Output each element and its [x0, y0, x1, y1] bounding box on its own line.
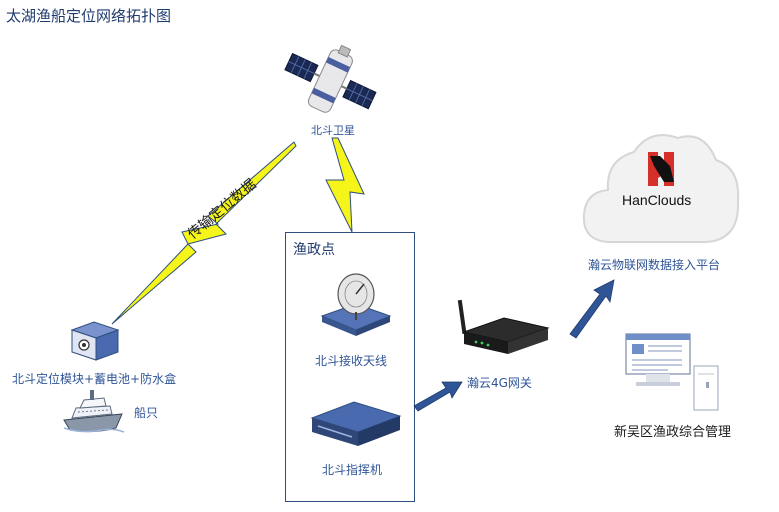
- ship-label: 船只: [134, 406, 159, 420]
- command-device-icon: [310, 401, 402, 446]
- station-box: [285, 232, 415, 502]
- gateway-label: 瀚云4G网关: [467, 376, 532, 390]
- router-icon: [457, 299, 550, 354]
- antenna-label: 北斗接收天线: [315, 354, 388, 368]
- satellite-icon: [284, 44, 377, 113]
- arrow-gateway-to-cloud: [569, 279, 615, 339]
- cloud-icon: [582, 134, 740, 243]
- management-label: 新吴区渔政综合管理: [614, 425, 732, 440]
- computer-icon: [625, 333, 719, 411]
- arrow-station-to-gateway: [413, 381, 463, 412]
- commander-label: 北斗指挥机: [322, 463, 383, 477]
- lightning-bolt-right: [325, 137, 365, 233]
- hanclouds-logo-icon: [648, 152, 674, 186]
- satellite-dish-icon: [320, 273, 392, 336]
- diagram-title: 太湖渔船定位网络拓扑图: [6, 7, 172, 25]
- module-label: 北斗定位模块+蓄电池+防水盒: [12, 372, 177, 386]
- cloud-label: 瀚云物联网数据接入平台: [588, 258, 721, 272]
- lightning-bolt-left: [111, 141, 297, 325]
- cloud-brand: HanClouds: [622, 192, 692, 208]
- positioning-module-icon: [70, 321, 120, 361]
- ship-icon: [63, 390, 125, 433]
- station-title: 渔政点: [293, 242, 335, 258]
- satellite-label: 北斗卫星: [311, 124, 355, 137]
